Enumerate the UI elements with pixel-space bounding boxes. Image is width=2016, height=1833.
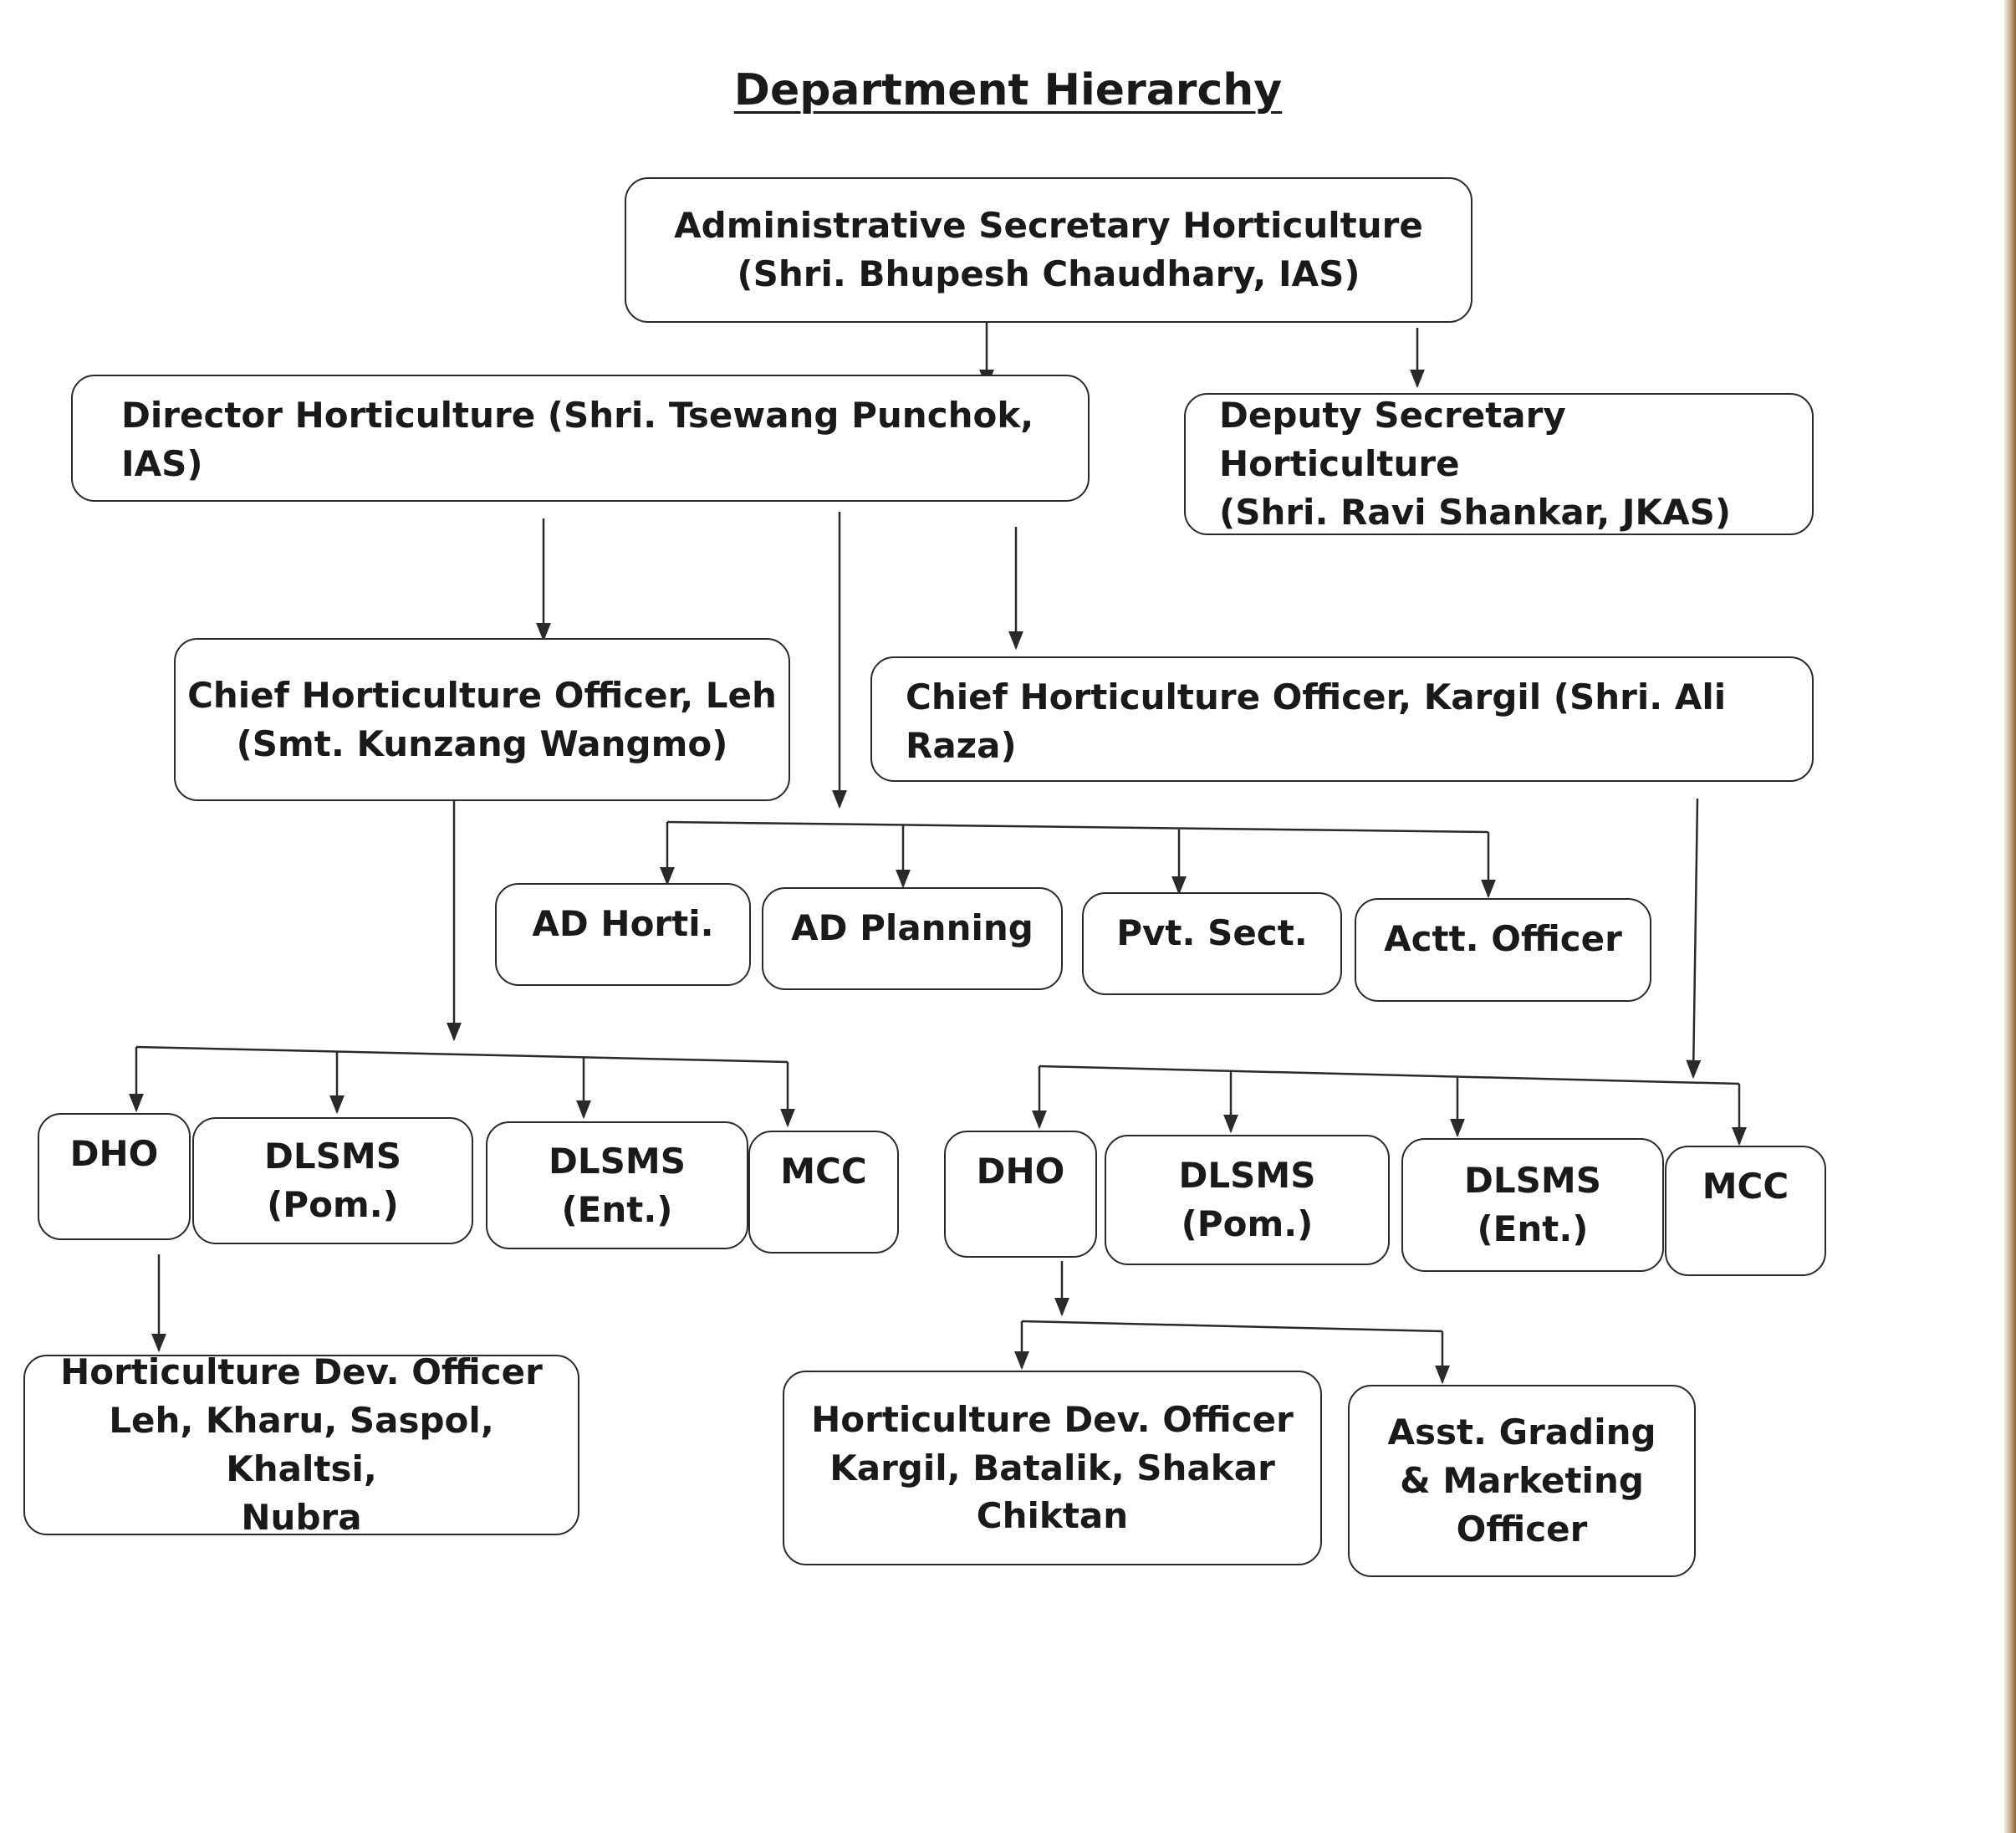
- page-title: Department Hierarchy: [733, 65, 1283, 115]
- node-kargil-dlsms-ent: DLSMS (Ent.): [1401, 1138, 1664, 1272]
- node-ad-horti: AD Horti.: [495, 883, 751, 986]
- node-hdo-kargil: Horticulture Dev. Officer Kargil, Batali…: [783, 1371, 1322, 1565]
- node-actt-officer: Actt. Officer: [1355, 898, 1651, 1002]
- node-kargil-dho: DHO: [944, 1131, 1097, 1258]
- node-hdo-leh: Horticulture Dev. Officer Leh, Kharu, Sa…: [23, 1351, 579, 1538]
- kargil-dho-bus: [1021, 1320, 1443, 1333]
- node-kargil-mcc: MCC: [1665, 1146, 1826, 1276]
- node-leh-dlsms-pom: DLSMS (Pom.): [192, 1117, 473, 1244]
- page-edge-shadow: [2004, 0, 2016, 1833]
- node-pvt-sect: Pvt. Sect.: [1082, 892, 1342, 995]
- arrow-cho-kargil-to-kargil-bus: [1686, 798, 1702, 1080]
- node-leh-dlsms-ent: DLSMS (Ent.): [486, 1121, 748, 1249]
- node-deputy-secretary: Deputy Secretary Horticulture (Shri. Rav…: [1184, 393, 1814, 535]
- node-director: Director Horticulture (Shri. Tsewang Pun…: [71, 375, 1090, 502]
- node-admin-secretary: Administrative Secretary Horticulture (S…: [625, 177, 1472, 323]
- ad-bus: [666, 820, 1489, 834]
- node-kargil-dlsms-pom: DLSMS (Pom.): [1105, 1135, 1390, 1265]
- leh-bus: [135, 1045, 789, 1064]
- node-cho-kargil: Chief Horticulture Officer, Kargil (Shri…: [870, 656, 1814, 782]
- node-asst-grading: Asst. Grading & Marketing Officer: [1348, 1385, 1696, 1577]
- node-leh-mcc: MCC: [748, 1131, 899, 1253]
- node-leh-dho: DHO: [38, 1113, 191, 1240]
- node-ad-planning: AD Planning: [762, 887, 1063, 990]
- node-cho-leh: Chief Horticulture Officer, Leh (Smt. Ku…: [174, 638, 790, 801]
- kargil-bus: [1039, 1065, 1740, 1085]
